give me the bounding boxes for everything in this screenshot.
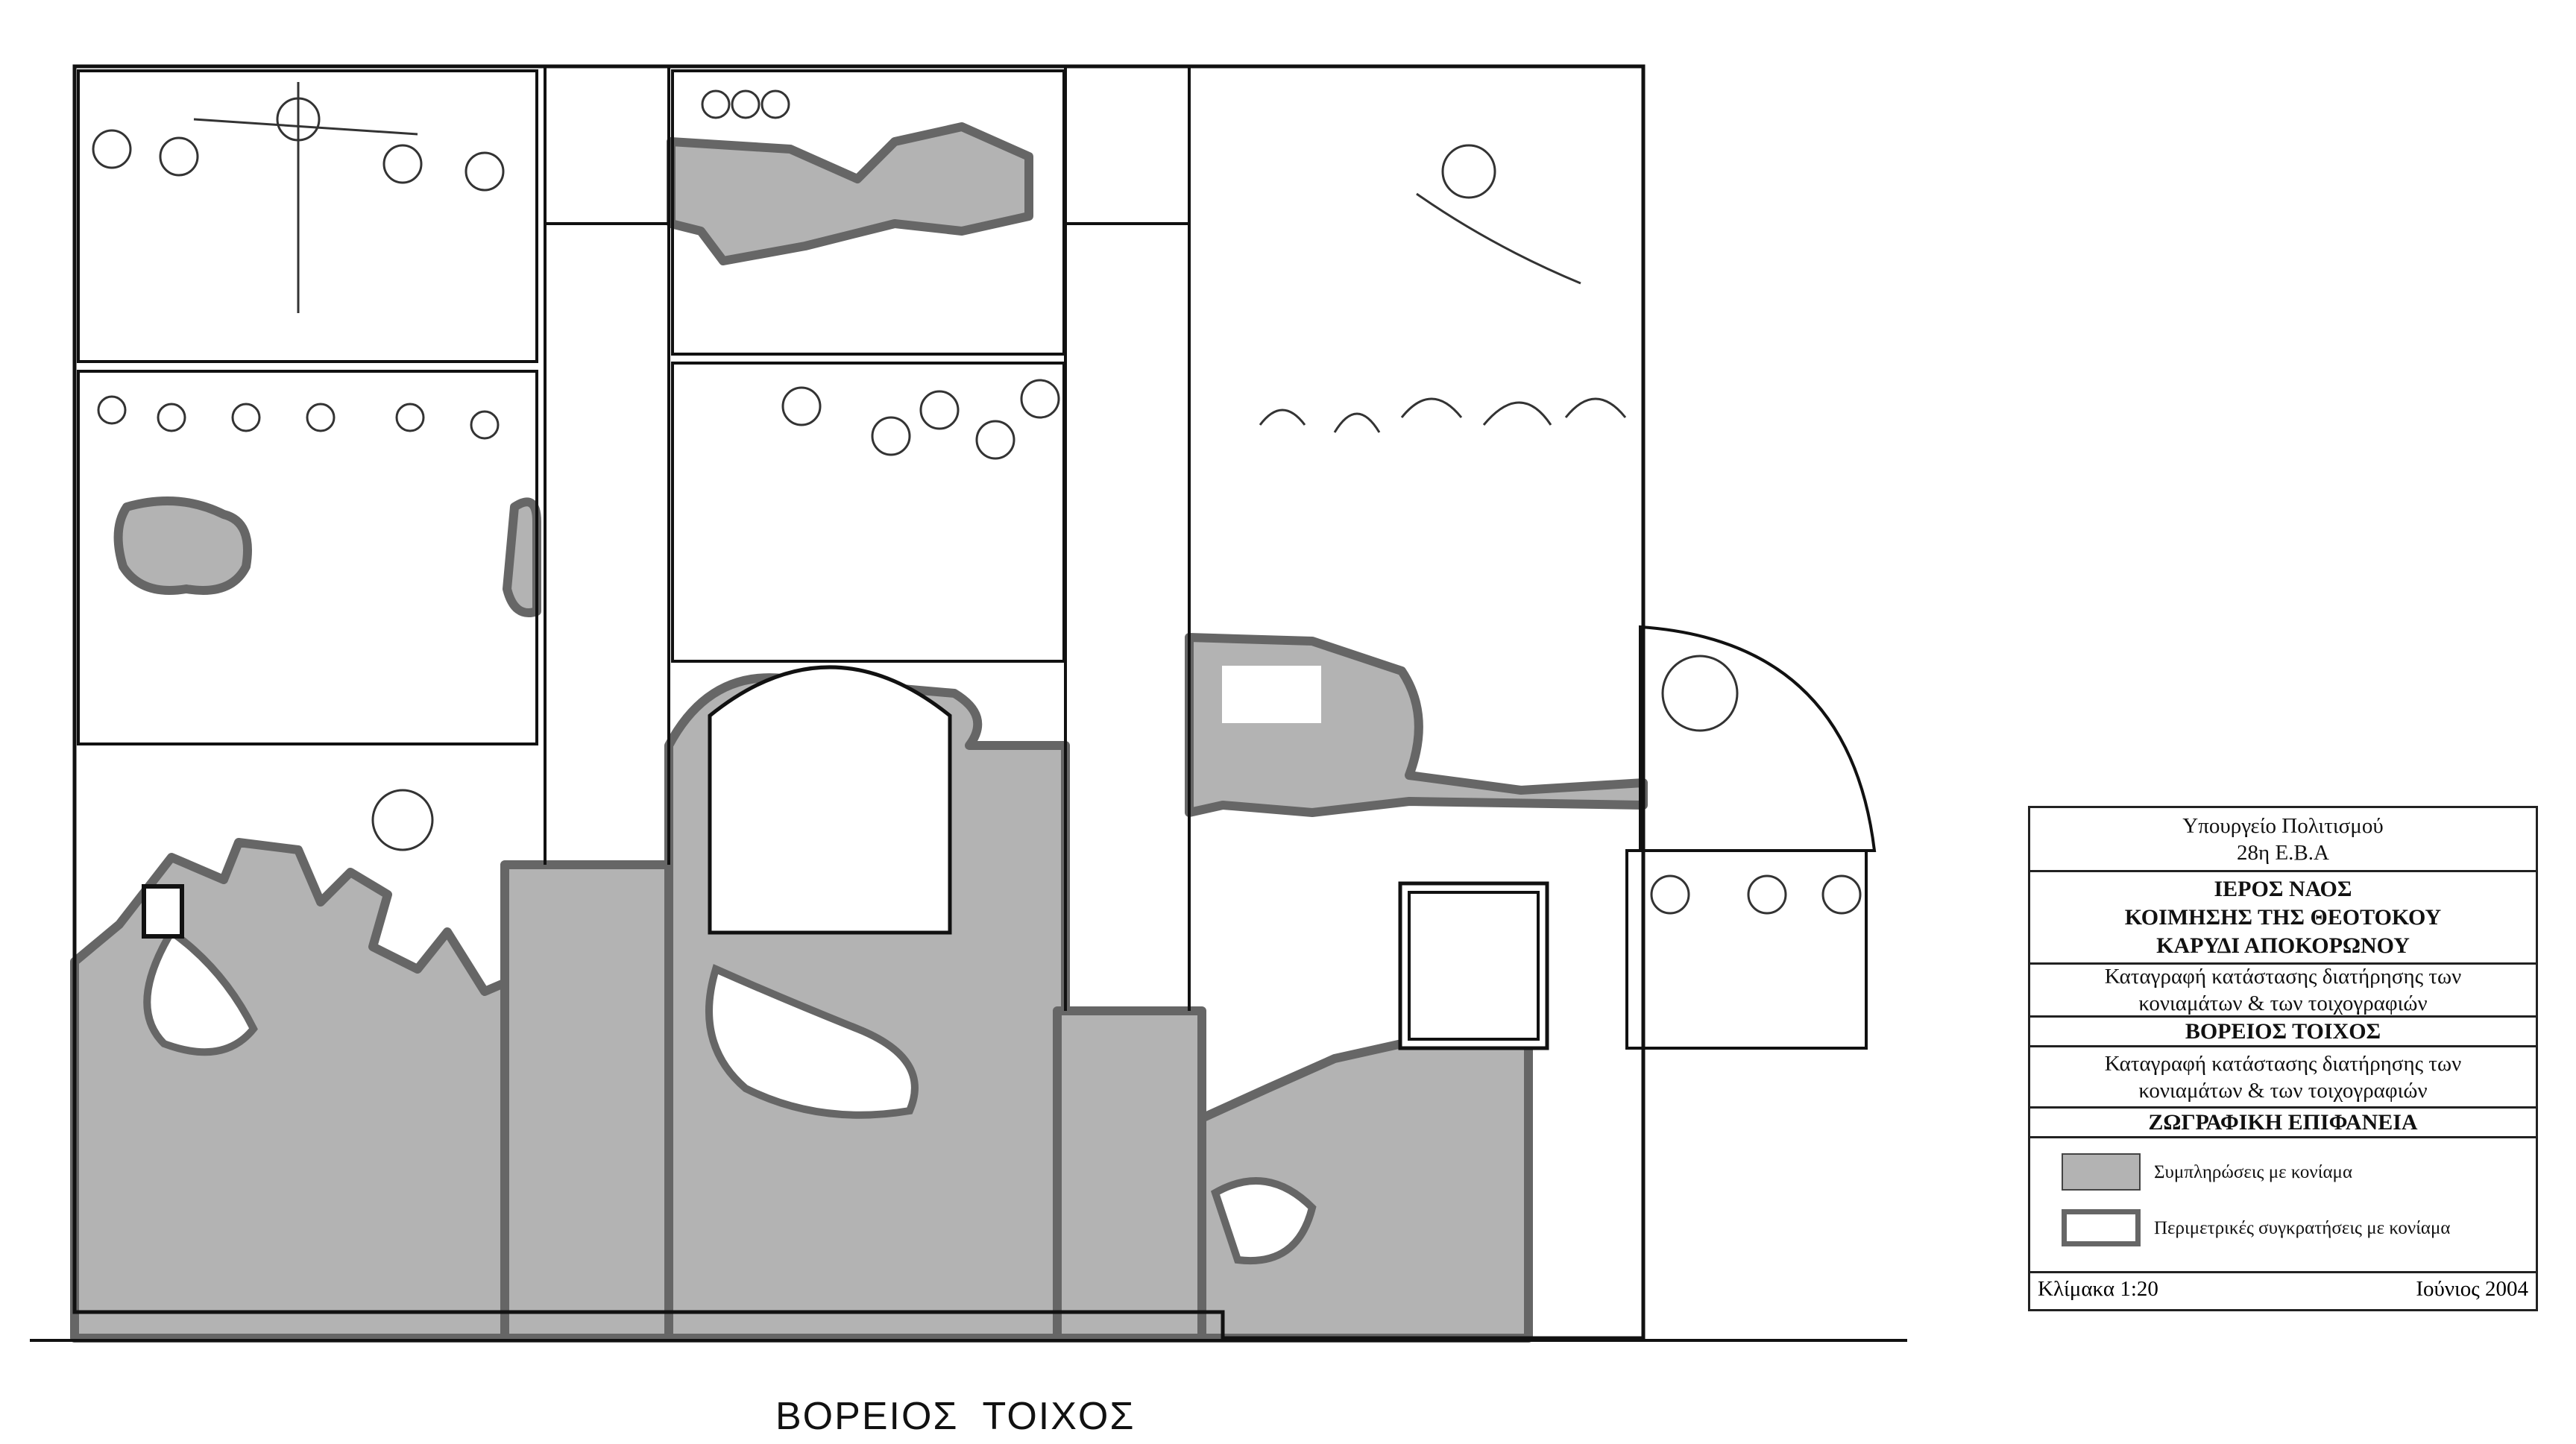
small-opening xyxy=(142,884,184,939)
legend-item-fill: Συμπληρώσεις με κονίαμα xyxy=(2154,1162,2353,1182)
church-line-3: ΚΑΡΥΔΙ ΑΠΟΚΟΡΩΝΟΥ xyxy=(2156,933,2410,958)
date: Ιούνιος 2004 xyxy=(2416,1277,2528,1301)
ephorate: 28η Ε.Β.Α xyxy=(2237,840,2329,865)
saints-panel xyxy=(1625,849,1868,1050)
fill-center-top xyxy=(667,122,1033,265)
wall-outline xyxy=(72,64,1646,1340)
panel-left-top xyxy=(77,69,538,363)
legend-item-perimeter: Περιμετρικές συγκρατήσεις με κονίαμα xyxy=(2154,1218,2451,1238)
church-line-2: ΚΟΙΜΗΣΗΣ ΤΗΣ ΘΕΟΤΟΚΟΥ xyxy=(2124,904,2442,930)
scale: Κλίμακα 1:20 xyxy=(2038,1277,2158,1301)
ministry: Υπουργείο Πολιτισμού xyxy=(2182,813,2384,838)
apse-quarter xyxy=(1639,625,1877,852)
panel-left-middle xyxy=(77,370,538,745)
fill-right-pillar xyxy=(1053,1006,1206,1343)
title-block: Υπουργείο Πολιτισμού 28η Ε.Β.Α ΙΕΡΟΣ ΝΑΟ… xyxy=(2028,806,2538,1311)
survey2-line-2: κονιαμάτων & των τοιχογραφιών xyxy=(2138,1078,2428,1103)
legend-items: Συμπληρώσεις με κονίαμα Περιμετρικές συγ… xyxy=(2030,1138,2536,1273)
church-row: ΙΕΡΟΣ ΝΑΟΣ ΚΟΙΜΗΣΗΣ ΤΗΣ ΘΕΟΤΟΚΟΥ ΚΑΡΥΔΙ … xyxy=(2030,872,2536,965)
center-white xyxy=(705,964,919,1119)
fresco-sketches xyxy=(92,82,1862,915)
survey-line-2: κονιαμάτων & των τοιχογραφιών xyxy=(2138,991,2428,1015)
panel-center-middle xyxy=(671,362,1065,663)
fill-left-edge xyxy=(503,497,541,617)
survey2-line-1: Καταγραφή κατάστασης διατήρησης των xyxy=(2104,1051,2462,1076)
survey2-row: Καταγραφή κατάστασης διατήρησης των κονι… xyxy=(2030,1047,2536,1109)
restored-openings xyxy=(143,926,1317,1265)
label-slot xyxy=(1222,666,1321,723)
ministry-row: Υπουργείο Πολιτισμού 28η Ε.Β.Α xyxy=(2030,808,2536,872)
survey-line-1: Καταγραφή κατάστασης διατήρησης των xyxy=(2104,965,2462,989)
wall-name: ΒΟΡΕΙΟΣ ΤΟΙΧΟΣ xyxy=(2185,1018,2381,1044)
perimeter-swatch xyxy=(2062,1209,2141,1246)
wall-title: ΒΟΡΕΙΟΣ ΤΟΙΧΟΣ xyxy=(775,1395,1136,1438)
church-line-1: ΙΕΡΟΣ ΝΑΟΣ xyxy=(2214,876,2352,901)
right-white xyxy=(1210,1177,1317,1265)
fill-pillar-left xyxy=(500,860,673,1343)
surface-label: ΖΩΓΡΑΦΙΚΗ ΕΠΙΦΑΝΕΙΑ xyxy=(2148,1109,2418,1135)
wall-structure xyxy=(30,64,1907,1342)
fill-right-upper xyxy=(1185,633,1648,817)
survey-row: Καταγραφή κατάστασης διατήρησης των κονι… xyxy=(2030,965,2536,1018)
surface-row: ΖΩΓΡΑΦΙΚΗ ΕΠΙΦΑΝΕΙΑ xyxy=(2030,1109,2536,1138)
wall-row: ΒΟΡΕΙΟΣ ΤΟΙΧΟΣ xyxy=(2030,1018,2536,1047)
footer-row: Κλίμακα 1:20 Ιούνιος 2004 xyxy=(2030,1270,2536,1309)
arched-window xyxy=(708,665,952,935)
fill-left-blob xyxy=(113,496,252,595)
rect-window xyxy=(1398,881,1549,1050)
left-upper-white xyxy=(143,926,258,1056)
fill-swatch xyxy=(2062,1153,2141,1191)
